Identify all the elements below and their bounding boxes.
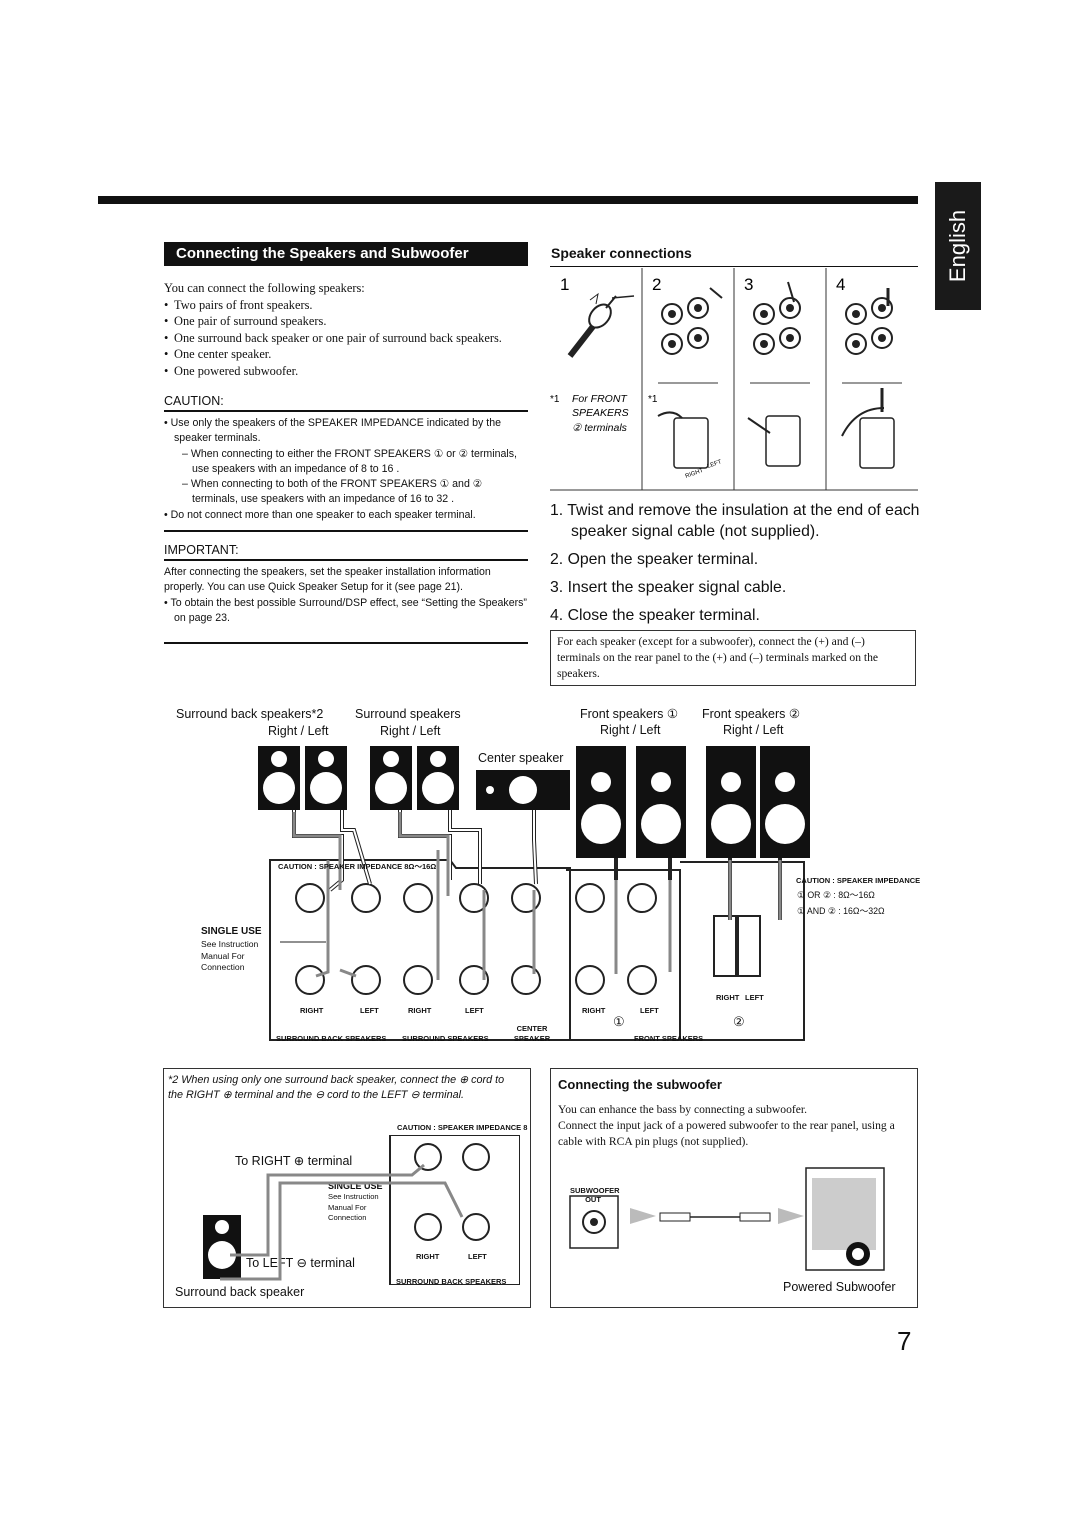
right-left-label: Right / Left xyxy=(268,724,329,738)
terminal-left: LEFT xyxy=(640,1006,659,1015)
subwoofer-caption: Powered Subwoofer xyxy=(783,1280,896,1294)
front2-label: Front speakers ② xyxy=(702,707,801,721)
wiring-diagram-svg xyxy=(258,746,810,1041)
terminal-right: RIGHT xyxy=(582,1006,606,1015)
step-number: 4 xyxy=(836,275,845,294)
impedance-value: ① OR ② : 8Ω～16Ω xyxy=(797,890,875,900)
right-left-label: Right / Left xyxy=(723,723,784,737)
list-item: Two pairs of front speakers. xyxy=(164,297,534,314)
subwoofer-diagram xyxy=(568,1160,908,1280)
divider xyxy=(164,642,528,644)
footnote2-diagram-svg xyxy=(203,1134,521,1286)
subwoofer-jack-label: SUBWOOFER OUT xyxy=(570,1186,620,1204)
list-item: One surround back speaker or one pair of… xyxy=(164,330,534,347)
footnote-text: ② terminals xyxy=(572,422,628,434)
intro-block: You can connect the following speakers: … xyxy=(164,280,534,379)
surround-back-label: Surround back speakers*2 xyxy=(176,707,324,721)
footnote-mark: *1 xyxy=(550,394,560,405)
step-item: 4. Close the speaker terminal. xyxy=(550,607,760,624)
terminal-left: LEFT xyxy=(468,1252,487,1261)
panel-label: SURROUND BACK SPEAKERS xyxy=(396,1277,507,1286)
step-item: 1. Twist and remove the insulation at th… xyxy=(550,502,920,540)
subwoofer-text-line: Connect the input jack of a powered subw… xyxy=(558,1119,895,1148)
footnote-text: SPEAKERS xyxy=(572,407,629,419)
impedance-value: ① AND ② : 16Ω～32Ω xyxy=(797,906,885,916)
right-left-label: Right / Left xyxy=(600,723,661,737)
caution-dash: – When connecting to either the FRONT SP… xyxy=(182,447,517,475)
single-use-label: SINGLE USE xyxy=(328,1181,383,1191)
steps-illustration-svg: 1 2 3 4 xyxy=(550,268,918,491)
surround-label: Surround speakers xyxy=(355,707,461,721)
terminal-right: RIGHT xyxy=(716,993,740,1002)
header-rule xyxy=(98,196,918,204)
terminal-right: RIGHT xyxy=(416,1252,440,1261)
steps-list: 1. Twist and remove the insulation at th… xyxy=(550,500,920,633)
step-number: 1 xyxy=(560,275,569,294)
important-body: After connecting the speakers, set the s… xyxy=(164,565,528,626)
caution-body: • Use only the speakers of the SPEAKER I… xyxy=(164,416,528,523)
language-tab: English xyxy=(935,182,981,310)
terminal-label: RIGHT xyxy=(685,468,705,480)
footnote2-box xyxy=(163,1068,531,1308)
terminal-label: LEFT xyxy=(707,459,723,470)
terminal-left: LEFT xyxy=(745,993,764,1002)
center-label: Center speaker xyxy=(478,751,564,765)
polarity-note: For each speaker (except for a subwoofer… xyxy=(550,630,916,686)
right-left-label: Right / Left xyxy=(380,724,441,738)
impedance-caution: CAUTION : SPEAKER IMPEDANCE 8 xyxy=(397,1123,528,1132)
panel-label: CENTER SPEAKER xyxy=(513,1024,551,1043)
terminal-left: LEFT xyxy=(465,1006,484,1015)
panel-label: SURROUND BACK SPEAKERS xyxy=(276,1034,387,1043)
caution-bullet: • Use only the speakers of the SPEAKER I… xyxy=(164,417,501,445)
step-number: 2 xyxy=(652,275,661,294)
front-2-marker: ② xyxy=(733,1014,745,1029)
footnote-text: For FRONT xyxy=(572,393,628,405)
to-right-label: To RIGHT ⊕ terminal xyxy=(235,1154,353,1168)
single-use-label: SINGLE USE xyxy=(201,926,262,937)
wiring-diagram xyxy=(190,740,910,1050)
front-1-marker: ① xyxy=(613,1014,625,1029)
footnote2-text: *2 When using only one surround back spe… xyxy=(168,1074,505,1101)
list-item: One center speaker. xyxy=(164,346,534,363)
subwoofer-text-line: You can enhance the bass by connecting a… xyxy=(558,1103,807,1116)
step-number: 3 xyxy=(744,275,753,294)
step-item: 3. Insert the speaker signal cable. xyxy=(550,579,787,596)
panel-label: SURROUND SPEAKERS xyxy=(402,1034,489,1043)
front1-label: Front speakers ① xyxy=(580,707,679,721)
terminal-right: RIGHT xyxy=(408,1006,432,1015)
important-heading: IMPORTANT: xyxy=(164,543,528,561)
to-left-label: To LEFT ⊖ terminal xyxy=(246,1256,355,1270)
caution-bullet: • Do not connect more than one speaker t… xyxy=(164,508,476,521)
intro-lead: You can connect the following speakers: xyxy=(164,281,365,295)
footnote-mark: *1 xyxy=(648,394,658,405)
impedance-caution: CAUTION : SPEAKER IMPEDANCE xyxy=(796,876,921,885)
subwoofer-diagram-svg xyxy=(569,1167,885,1271)
steps-illustration: 1 2 3 4 xyxy=(550,268,918,496)
list-item: One powered subwoofer. xyxy=(164,363,534,380)
caution-dash: – When connecting to both of the FRONT S… xyxy=(182,478,483,506)
single-use-note: See Instruction Manual For Connection xyxy=(328,1192,379,1222)
caution-heading: CAUTION: xyxy=(164,394,528,412)
list-item: One pair of surround speakers. xyxy=(164,313,534,330)
panel-label: FRONT SPEAKERS xyxy=(634,1034,704,1043)
subwoofer-box xyxy=(550,1068,918,1308)
divider xyxy=(550,266,918,267)
single-use-note: See Instruction Manual For Connection xyxy=(201,939,259,972)
page-number: 7 xyxy=(897,1326,912,1356)
surround-back-caption: Surround back speaker xyxy=(175,1285,305,1299)
section-title: Connecting the Speakers and Subwoofer xyxy=(164,242,528,266)
step-item: 2. Open the speaker terminal. xyxy=(550,551,759,568)
important-text: After connecting the speakers, set the s… xyxy=(164,566,491,594)
divider xyxy=(164,530,528,532)
impedance-caution: CAUTION : SPEAKER IMPEDANCE 8Ω～16Ω xyxy=(278,862,437,871)
footnote2-diagram xyxy=(200,1134,521,1286)
speaker-list: Two pairs of front speakers. One pair of… xyxy=(164,297,534,380)
speaker-connections-heading: Speaker connections xyxy=(551,245,692,261)
subwoofer-heading: Connecting the subwoofer xyxy=(558,1077,722,1092)
subwoofer-text: You can enhance the bass by connecting a… xyxy=(558,1102,910,1150)
important-bullet: • To obtain the best possible Surround/D… xyxy=(164,596,527,624)
terminal-left: LEFT xyxy=(360,1006,379,1015)
terminal-right: RIGHT xyxy=(300,1006,324,1015)
